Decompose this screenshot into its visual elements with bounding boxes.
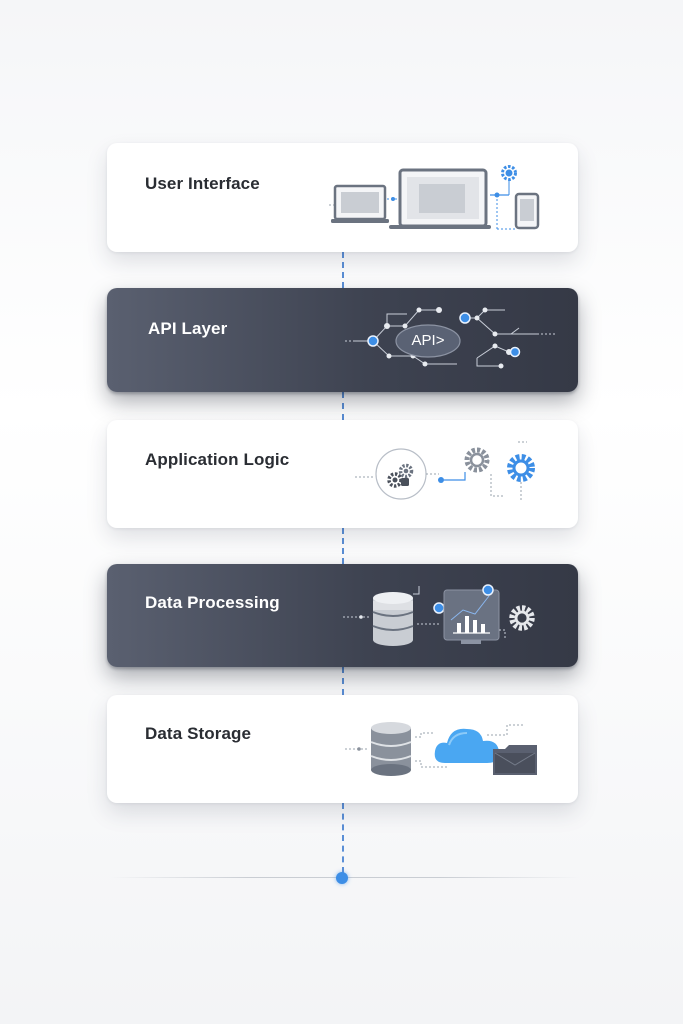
gear-icon	[507, 454, 535, 482]
cloud-icon	[434, 728, 500, 763]
storage-illustration	[327, 695, 578, 803]
connector-line	[342, 667, 344, 695]
database-icon	[372, 592, 414, 646]
monitor-icon	[389, 168, 491, 229]
layer-title: Data Storage	[145, 724, 252, 743]
devices-illustration	[327, 143, 578, 252]
layer-api: API Layer	[107, 288, 578, 392]
layer-application-logic: Application Logic	[107, 420, 578, 528]
processing-illustration	[327, 564, 578, 667]
layer-title: Application Logic	[145, 450, 290, 469]
connector-line	[342, 252, 344, 288]
gear-icon	[501, 165, 517, 181]
folder-icon	[493, 745, 537, 775]
api-badge: API>	[411, 332, 445, 349]
connector-line	[342, 803, 344, 873]
bar-chart-icon	[443, 589, 500, 644]
network-node-icon	[345, 307, 555, 369]
connector-line	[342, 528, 344, 564]
logic-illustration	[327, 420, 578, 528]
connector-line	[342, 392, 344, 420]
end-node	[336, 872, 348, 884]
layer-title: API Layer	[148, 319, 228, 338]
layer-title: Data Processing	[145, 593, 280, 612]
database-icon	[370, 722, 412, 776]
layer-data-storage: Data Storage	[107, 695, 578, 803]
gear-icon	[509, 605, 535, 631]
layer-title: User Interface	[145, 174, 260, 193]
laptop-icon	[331, 184, 389, 223]
gears-icon	[387, 463, 414, 488]
layer-data-processing: Data Processing	[107, 564, 578, 667]
tablet-icon	[514, 192, 540, 230]
layer-user-interface: User Interface	[107, 143, 578, 252]
api-network-illustration: API>	[327, 288, 578, 392]
gear-icon	[464, 447, 490, 473]
